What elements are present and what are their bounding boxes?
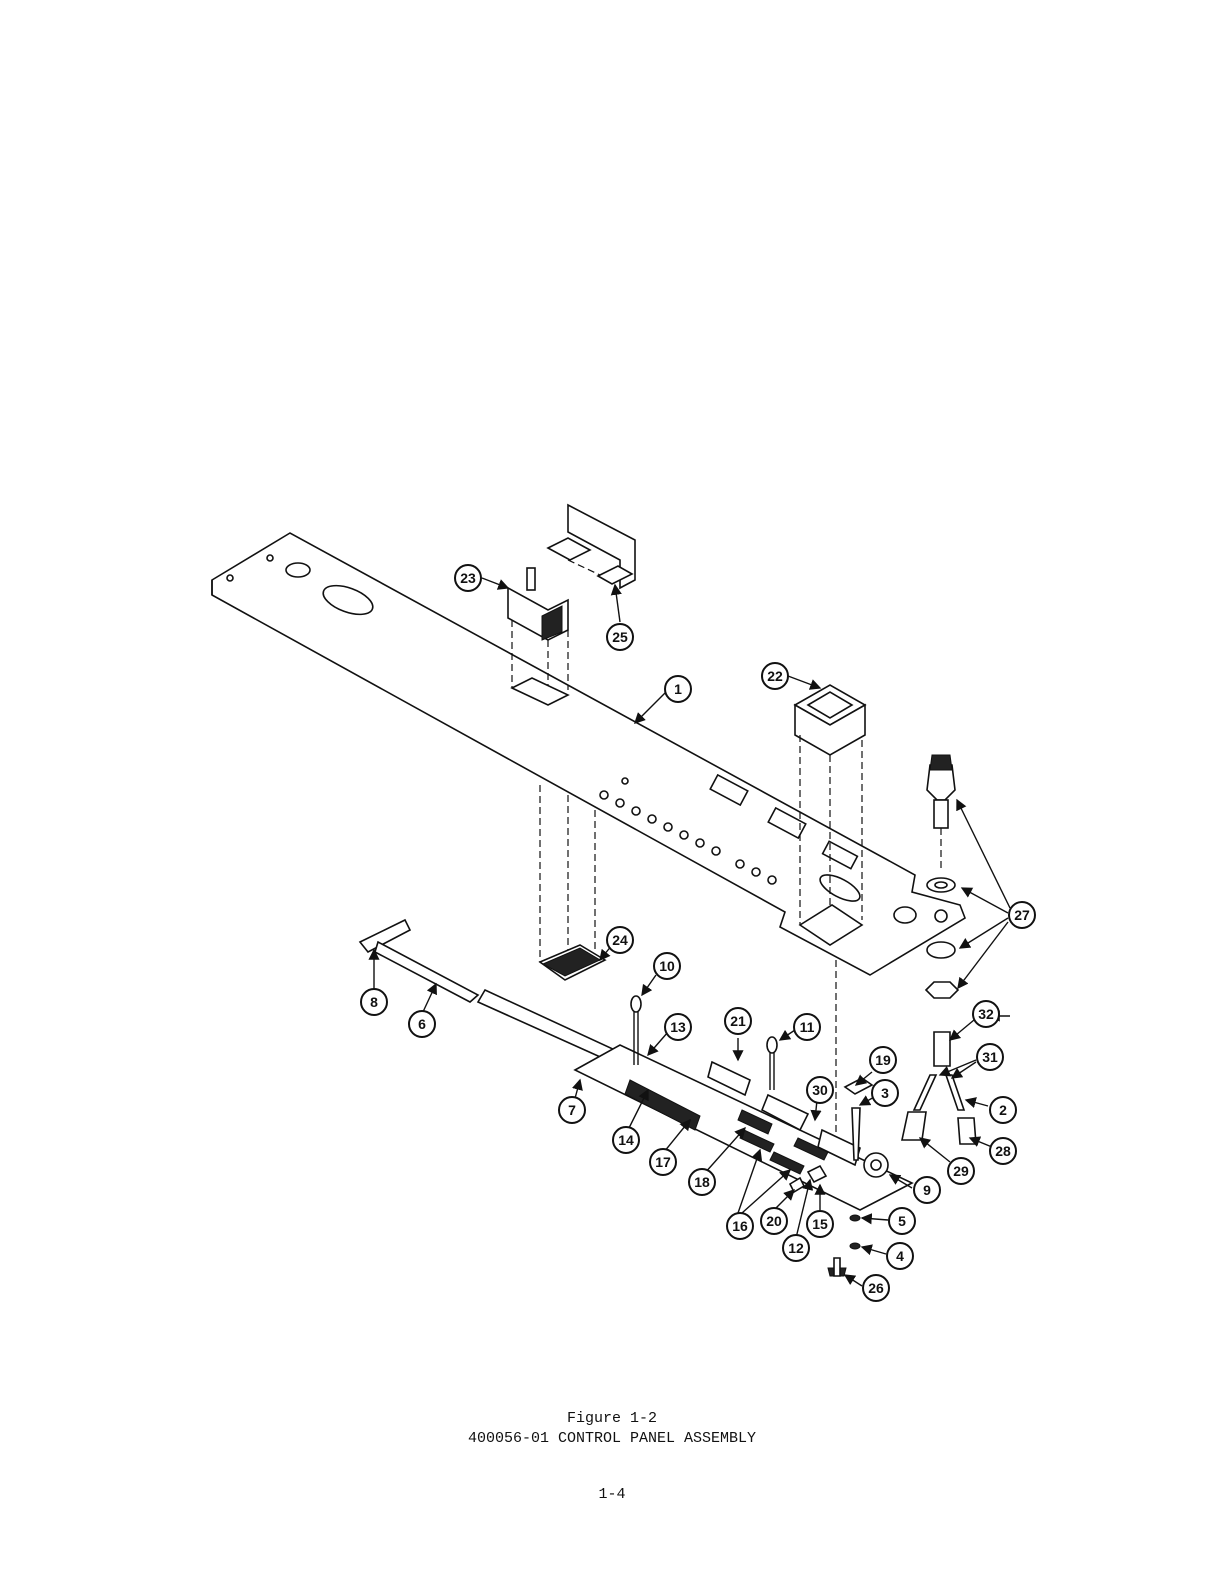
callout-label-19: 19 [875,1052,891,1068]
switch-22 [793,684,867,946]
callout-22: 22 [761,662,789,690]
callout-11: 11 [793,1013,821,1041]
callout-label-15: 15 [812,1216,828,1232]
callout-label-14: 14 [618,1132,634,1148]
callout-12: 12 [782,1234,810,1262]
callout-label-1: 1 [674,681,682,697]
callout-label-32: 32 [978,1006,994,1022]
callout-4: 4 [886,1242,914,1270]
panel-plate [211,532,966,976]
callout-label-20: 20 [766,1213,782,1229]
callout-19: 19 [869,1046,897,1074]
callout-23: 23 [454,564,482,592]
callout-label-22: 22 [767,668,783,684]
callout-5: 5 [888,1207,916,1235]
callout-13: 13 [664,1013,692,1041]
callout-label-5: 5 [898,1213,906,1229]
callout-3: 3 [871,1079,899,1107]
callout-label-25: 25 [612,629,628,645]
callout-21: 21 [724,1007,752,1035]
callout-label-10: 10 [659,958,675,974]
callout-1: 1 [664,675,692,703]
callout-label-17: 17 [655,1154,671,1170]
callout-label-30: 30 [812,1082,828,1098]
callout-label-31: 31 [982,1049,998,1065]
callout-14: 14 [612,1126,640,1154]
callout-16: 16 [726,1212,754,1240]
callout-29: 29 [947,1157,975,1185]
callout-label-11: 11 [800,1019,815,1035]
callout-label-18: 18 [694,1174,710,1190]
callout-28: 28 [989,1137,1017,1165]
switch-23 [507,567,570,706]
callout-25: 25 [606,623,634,651]
callout-label-3: 3 [881,1085,889,1101]
ribbon-cable [358,918,617,1061]
callout-6: 6 [408,1010,436,1038]
page-number: 1-4 [598,1486,626,1503]
callout-label-9: 9 [923,1182,931,1198]
callout-label-7: 7 [568,1102,576,1118]
callout-17: 17 [649,1148,677,1176]
callout-15: 15 [806,1210,834,1238]
callout-label-8: 8 [370,994,378,1010]
callout-24: 24 [606,926,634,954]
figure-caption: Figure 1-2 [566,1410,657,1427]
callout-label-28: 28 [995,1143,1011,1159]
callout-label-2: 2 [999,1102,1007,1118]
callout-label-21: 21 [730,1013,746,1029]
callout-32: 32 [972,1000,1000,1028]
callout-2: 2 [989,1096,1017,1124]
callout-label-29: 29 [953,1163,969,1179]
callout-label-16: 16 [732,1218,748,1234]
callout-7: 7 [558,1096,586,1124]
callout-26: 26 [862,1274,890,1302]
bracket-25 [546,503,636,590]
led-hole-row [599,790,777,885]
callout-9: 9 [913,1176,941,1204]
callout-8: 8 [360,988,388,1016]
callout-label-26: 26 [868,1280,884,1296]
callout-label-27: 27 [1014,907,1030,923]
callout-label-24: 24 [612,932,628,948]
projection-lines [539,785,837,1200]
callout-label-13: 13 [670,1019,686,1035]
callout-31: 31 [976,1043,1004,1071]
callout-label-23: 23 [460,570,476,586]
callout-30: 30 [806,1076,834,1104]
callout-layer: 1234567891011121314151617181920212223242… [360,564,1036,1302]
callout-label-12: 12 [788,1240,804,1256]
figure-title: 400056-01 CONTROL PANEL ASSEMBLY [467,1430,757,1447]
callout-10: 10 [653,952,681,980]
callout-label-4: 4 [896,1248,904,1264]
callout-label-6: 6 [418,1016,426,1032]
led-11 [766,1036,778,1090]
callout-18: 18 [688,1168,716,1196]
callout-27: 27 [1008,901,1036,929]
callout-20: 20 [760,1207,788,1235]
led-10 [630,995,642,1065]
mounting-hardware [827,1107,861,1277]
